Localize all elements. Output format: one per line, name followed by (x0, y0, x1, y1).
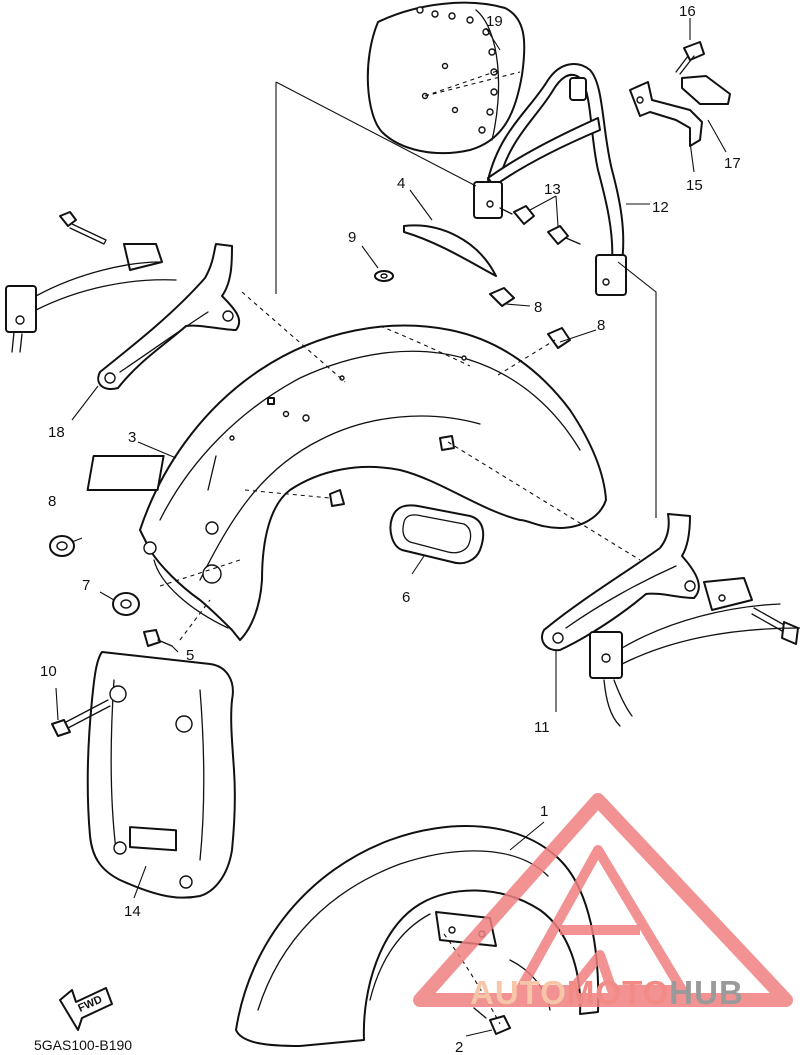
part-bolt-18 (675, 41, 705, 75)
callout-3: 3 (128, 429, 136, 446)
callout-17: 15 (686, 177, 703, 194)
part-left-bracket-assembly (5, 211, 177, 353)
callout-12: 11 (534, 719, 550, 736)
callout-8-left: 8 (48, 493, 56, 510)
part-grommet-7 (112, 592, 140, 616)
part-backrest-pad (366, 1, 526, 155)
assembly-dashed-lines (159, 291, 641, 1025)
callout-6: 6 (402, 589, 410, 606)
part-right-bracket-assembly (589, 577, 800, 727)
callout-1: 1 (540, 803, 548, 820)
part-bolt-11 (51, 699, 111, 737)
callout-9: 9 (348, 229, 356, 246)
callout-8-top: 8 (534, 299, 542, 316)
part-grab-rail-12 (541, 513, 700, 652)
callout-13: 18 (48, 424, 65, 441)
part-bolts-15 (499, 205, 581, 245)
watermark-moto: MOTO (567, 974, 669, 1011)
callout-16: 19 (486, 13, 503, 30)
part-emblem-4 (403, 224, 497, 277)
assembly-frame-lines (275, 81, 657, 518)
part-bracket-17 (629, 81, 703, 147)
callout-7: 7 (82, 577, 90, 594)
callout-2: 2 (455, 1039, 463, 1055)
part-lens-6 (389, 504, 485, 565)
watermark-logo (413, 793, 793, 1007)
callout-11: 10 (40, 663, 57, 680)
part-washer-9 (374, 270, 394, 282)
part-bolt-5 (143, 629, 173, 647)
part-grab-rail-13 (97, 243, 241, 390)
leader-lines (55, 18, 727, 1037)
part-side-cover-10 (86, 651, 236, 899)
part-front-fender-1 (235, 825, 600, 1047)
fwd-arrow: FWD (59, 987, 113, 1031)
callout-labels: 19 16 17 15 12 13 4 9 8 8 18 3 8 7 5 6 1… (40, 3, 741, 1055)
watermark-hub: HUB (669, 974, 744, 1011)
callout-14: 12 (652, 199, 669, 216)
callout-4: 4 (397, 175, 405, 192)
callout-19: 17 (724, 155, 741, 172)
part-rear-fender-3 (86, 324, 607, 641)
callout-15: 13 (544, 181, 561, 198)
watermark-auto: AUTO (470, 974, 567, 1011)
callout-5: 5 (186, 647, 194, 664)
part-grommet-8-top (489, 287, 515, 307)
part-bolt-2 (473, 1007, 511, 1035)
part-backrest-frame (473, 63, 627, 296)
watermark-text: AUTOMOTOHUB (470, 974, 744, 1011)
diagram-code: 5GAS100-B190 (34, 1037, 132, 1053)
part-grommet-8-right (547, 327, 571, 349)
part-grommet-8-left (49, 535, 75, 557)
callout-8-right: 8 (597, 317, 605, 334)
callout-18: 16 (679, 3, 696, 20)
part-pad-19 (681, 75, 731, 105)
callout-10: 14 (124, 903, 141, 920)
